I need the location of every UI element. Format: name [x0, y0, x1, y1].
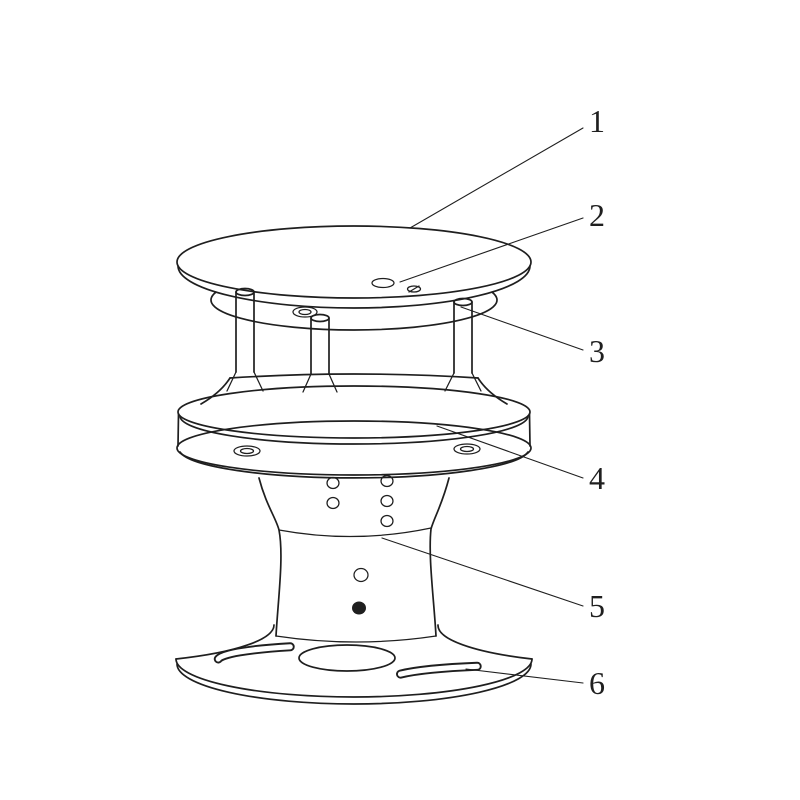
plate-counterbore-outer: [292, 306, 318, 318]
support-posts: [226, 287, 482, 393]
post-middle-top: [310, 313, 330, 323]
plate-counterbore-left-outer: [233, 445, 261, 457]
callout-label-1: 1: [589, 103, 605, 139]
flange-rim-edge: [176, 663, 532, 705]
plate-counterbore-right-outer: [453, 443, 481, 455]
flange-slot-left-cut: [215, 644, 293, 662]
callout-6: 6: [465, 665, 605, 701]
top-cap-rim-edge: [177, 265, 531, 309]
cap-screw-slot: [408, 285, 420, 293]
plate-counterbore-right-inner: [459, 445, 475, 453]
flange-slot-left: [213, 642, 295, 664]
reflector-plates: [176, 385, 532, 479]
plate-counterbore-inner: [298, 308, 312, 316]
flange-top-right-arc: [437, 624, 533, 660]
body-right-edge: [429, 477, 450, 637]
callouts: 1 2 3 4 5 6: [381, 103, 605, 701]
callout-3: 3: [460, 306, 605, 369]
callout-4: 4: [436, 425, 605, 496]
callout-label-4: 4: [589, 460, 605, 496]
flange-slot-right-cut: [397, 663, 480, 677]
vent-hole: [380, 474, 394, 488]
leader-line-2: [399, 217, 584, 283]
post-middle-flare: [302, 373, 338, 393]
body-base-edge: [275, 635, 437, 643]
body-hole-upper: [353, 567, 369, 583]
vent-hole: [380, 494, 394, 508]
cap-hole: [371, 277, 395, 289]
vent-hole: [380, 514, 394, 528]
vent-hole: [326, 496, 340, 510]
cap-screw: [406, 285, 422, 293]
flange-slot-right: [396, 661, 482, 679]
collar-left-flare: [200, 377, 231, 405]
upper-plate-rim: [179, 415, 529, 445]
callout-2: 2: [399, 197, 605, 283]
flange-center-hole: [298, 644, 396, 672]
callout-label-6: 6: [589, 665, 605, 701]
callout-label-2: 2: [589, 197, 605, 233]
collar-right-flare: [477, 377, 508, 405]
leader-line-6: [465, 668, 584, 684]
leader-line-4: [436, 425, 584, 479]
body-seam: [278, 527, 432, 538]
transducer-collar: [200, 373, 508, 405]
under-plate-edge: [210, 291, 498, 331]
body-hole-lower: [352, 601, 366, 615]
body-housing: [258, 474, 450, 643]
cap-hole-detail: [371, 277, 422, 293]
collar-top-edge: [229, 373, 479, 379]
callout-1: 1: [409, 103, 605, 229]
body-left-edge: [258, 477, 282, 637]
lower-plate-outline: [176, 420, 532, 476]
top-cap-outline: [176, 225, 532, 299]
post-left-flare: [226, 371, 264, 392]
vent-hole: [326, 476, 340, 490]
post-left: [226, 287, 264, 392]
leader-line-3: [460, 306, 584, 351]
leader-line-1: [409, 127, 584, 229]
flange-top-left-arc: [175, 624, 275, 660]
body-vent-holes: [326, 474, 394, 615]
leader-line-5: [381, 537, 584, 607]
callout-5: 5: [381, 537, 605, 624]
plate-gap-edges: [177, 413, 531, 447]
plate-counterbore-left-inner: [239, 447, 255, 455]
under-plate: [210, 291, 498, 331]
post-middle: [302, 313, 338, 393]
plate-screw-holes: [233, 443, 481, 457]
flange-bottom-arc: [175, 658, 533, 698]
top-cap: [176, 225, 532, 309]
callout-label-5: 5: [589, 588, 605, 624]
upper-plate-outline: [177, 385, 531, 439]
lower-plate-rim: [179, 451, 529, 479]
callout-label-3: 3: [589, 333, 605, 369]
mounting-flange: [175, 624, 533, 705]
